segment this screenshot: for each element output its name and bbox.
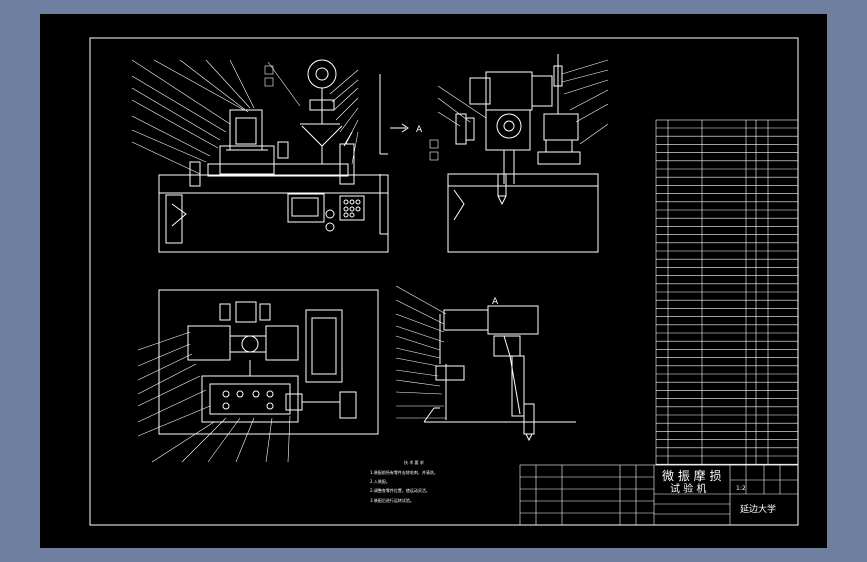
side-view xyxy=(447,54,599,253)
tech-req-line-1: 1.装配前所有零件去除毛刺，并清洗。 xyxy=(370,469,438,475)
view-a xyxy=(423,305,576,442)
tech-requirements: 技 术 要 求 1.装配前所有零件去除毛刺，并清洗。 2.入装配。 2.调整各零… xyxy=(370,459,438,503)
tech-req-line-2: 2.入装配。 xyxy=(370,478,390,484)
school-name: 延边大学 xyxy=(740,503,776,515)
tech-req-line-4: 3.装配后进行运转试验。 xyxy=(370,497,414,503)
parts-list xyxy=(655,119,799,466)
part-labels xyxy=(264,65,439,161)
tech-req-line-3: 2.调整各零件位置，使运动灵活。 xyxy=(370,487,430,493)
drawing-scale: 1:2 xyxy=(736,485,746,492)
title-block xyxy=(519,464,799,526)
view-a-title: A xyxy=(492,297,499,307)
drawing-title-line-2: 试 验 机 xyxy=(670,482,706,495)
drawing-title-line-1: 微 振 摩 损 xyxy=(662,468,721,483)
drawing-border xyxy=(89,37,799,526)
front-view xyxy=(158,59,409,253)
side-view-leaders xyxy=(437,59,609,145)
top-view-leaders xyxy=(137,331,291,463)
view-a-leaders xyxy=(395,285,447,419)
view-a-marker: A xyxy=(416,125,423,135)
drawing-viewport[interactable]: A A 技 术 要 求 1.装配前所有零件去除毛刺，并清洗。 2.入装配。 2.… xyxy=(40,14,827,548)
top-view xyxy=(158,289,379,435)
front-view-leaders xyxy=(131,59,359,175)
assembly-drawing: A A 技 术 要 求 1.装配前所有零件去除毛刺，并清洗。 2.入装配。 2.… xyxy=(89,37,799,526)
tech-req-title: 技 术 要 求 xyxy=(404,459,424,465)
